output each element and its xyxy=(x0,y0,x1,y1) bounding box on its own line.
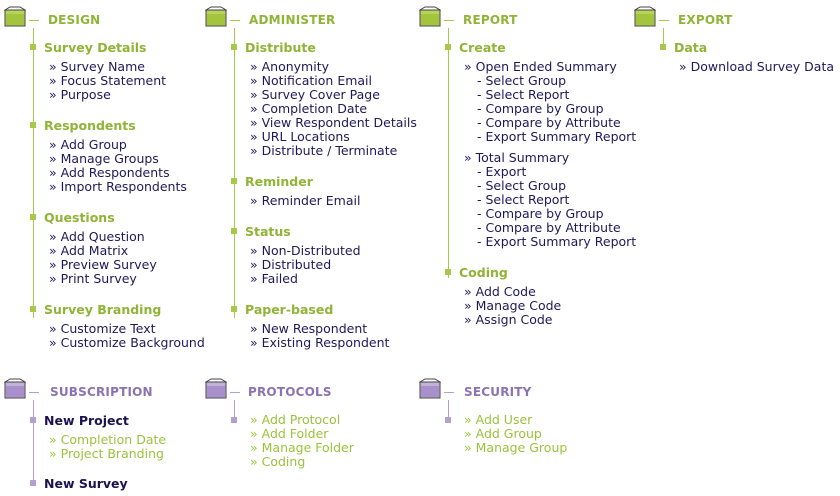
link-url-locations[interactable]: » URL Locations xyxy=(250,129,350,144)
link-add-matrix[interactable]: » Add Matrix xyxy=(49,243,129,258)
link-print-survey[interactable]: » Print Survey xyxy=(49,271,137,286)
export-title: EXPORT xyxy=(678,13,733,27)
link-reminder-email[interactable]: » Reminder Email xyxy=(250,193,361,208)
link-add-protocol[interactable]: » Add Protocol xyxy=(250,412,341,427)
administer-column: ADMINISTER Distribute » Anonymity » Noti… xyxy=(205,6,420,356)
link-survey-name[interactable]: » Survey Name xyxy=(49,59,145,74)
link-add-group[interactable]: » Add Group xyxy=(464,426,542,441)
section-label[interactable]: Questions xyxy=(44,210,115,225)
folder-icon xyxy=(4,6,26,28)
folder-icon xyxy=(419,378,441,400)
protocols-column: PROTOCOLS » Add Protocol » Add Folder » … xyxy=(205,378,420,496)
link-manage-groups[interactable]: » Manage Groups xyxy=(49,151,159,166)
link-compare-by-group[interactable]: - Compare by Group xyxy=(477,101,604,116)
section-label[interactable]: Respondents xyxy=(44,118,136,133)
export-column: EXPORT Data » Download Survey Data xyxy=(634,6,839,106)
link-survey-cover-page[interactable]: » Survey Cover Page xyxy=(250,87,380,102)
link-export[interactable]: - Export xyxy=(477,164,527,179)
link-manage-folder[interactable]: » Manage Folder xyxy=(250,440,354,455)
section-label[interactable]: Survey Details xyxy=(44,40,147,55)
link-select-group[interactable]: - Select Group xyxy=(477,178,567,193)
link-add-question[interactable]: » Add Question xyxy=(49,229,145,244)
section-label[interactable]: Distribute xyxy=(245,40,316,55)
security-title: SECURITY xyxy=(464,385,532,399)
link-purpose[interactable]: » Purpose xyxy=(49,87,111,102)
administer-title: ADMINISTER xyxy=(249,13,336,27)
folder-icon xyxy=(4,378,26,400)
link-select-report[interactable]: - Select Report xyxy=(477,87,570,102)
link-add-respondents[interactable]: » Add Respondents xyxy=(49,165,170,180)
link-distribute-terminate[interactable]: » Distribute / Terminate xyxy=(250,143,398,158)
protocols-title: PROTOCOLS xyxy=(248,385,332,399)
design-title: DESIGN xyxy=(48,13,101,27)
folder-icon xyxy=(205,6,227,28)
link-completion-date[interactable]: » Completion Date xyxy=(49,432,167,447)
link-distributed[interactable]: » Distributed xyxy=(250,257,332,272)
link-total-summary[interactable]: » Total Summary xyxy=(464,150,570,165)
link-customize-background[interactable]: » Customize Background xyxy=(49,335,205,350)
link-add-group[interactable]: » Add Group xyxy=(49,137,127,152)
link-open-ended-summary[interactable]: » Open Ended Summary xyxy=(464,59,617,74)
subscription-column: SUBSCRIPTION New Project » Completion Da… xyxy=(4,378,204,496)
section-label[interactable]: New Project xyxy=(44,413,129,428)
link-compare-by-attribute[interactable]: - Compare by Attribute xyxy=(477,220,621,235)
link-assign-code[interactable]: » Assign Code xyxy=(464,312,553,327)
folder-icon xyxy=(205,378,227,400)
link-customize-text[interactable]: » Customize Text xyxy=(49,321,156,336)
link-coding[interactable]: » Coding xyxy=(250,454,306,469)
subscription-title: SUBSCRIPTION xyxy=(50,385,153,399)
link-preview-survey[interactable]: » Preview Survey xyxy=(49,257,157,272)
link-add-folder[interactable]: » Add Folder xyxy=(250,426,329,441)
folder-icon xyxy=(634,6,656,28)
section-label[interactable]: Paper-based xyxy=(245,302,334,317)
link-existing-respondent[interactable]: » Existing Respondent xyxy=(250,335,390,350)
report-column: REPORT Create » Open Ended Summary - Sel… xyxy=(419,6,637,356)
security-column: SECURITY » Add User » Add Group » Manage… xyxy=(419,378,634,496)
link-export-summary-report[interactable]: - Export Summary Report xyxy=(477,129,637,144)
link-select-report[interactable]: - Select Report xyxy=(477,192,570,207)
link-anonymity[interactable]: » Anonymity xyxy=(250,59,330,74)
link-add-user[interactable]: » Add User xyxy=(464,412,533,427)
link-manage-group[interactable]: » Manage Group xyxy=(464,440,568,455)
section-label[interactable]: Create xyxy=(459,40,506,55)
section-label[interactable]: Status xyxy=(245,224,291,239)
folder-icon xyxy=(419,6,441,28)
link-completion-date[interactable]: » Completion Date xyxy=(250,101,368,116)
link-view-respondent-details[interactable]: » View Respondent Details xyxy=(250,115,417,130)
link-non-distributed[interactable]: » Non-Distributed xyxy=(250,243,361,258)
link-project-branding[interactable]: » Project Branding xyxy=(49,446,164,461)
section-label[interactable]: Reminder xyxy=(245,174,313,189)
link-select-group[interactable]: - Select Group xyxy=(477,73,567,88)
link-import-respondents[interactable]: » Import Respondents xyxy=(49,179,187,194)
link-new-respondent[interactable]: » New Respondent xyxy=(250,321,368,336)
link-add-code[interactable]: » Add Code xyxy=(464,284,536,299)
design-column: DESIGN Survey Details » Survey Name » Fo… xyxy=(4,6,205,356)
link-compare-by-group[interactable]: - Compare by Group xyxy=(477,206,604,221)
link-compare-by-attribute[interactable]: - Compare by Attribute xyxy=(477,115,621,130)
section-label[interactable]: Coding xyxy=(459,265,508,280)
link-focus-statement[interactable]: » Focus Statement xyxy=(49,73,167,88)
section-label[interactable]: Data xyxy=(674,40,708,55)
link-manage-code[interactable]: » Manage Code xyxy=(464,298,562,313)
link-failed[interactable]: » Failed xyxy=(250,271,298,286)
link-notification-email[interactable]: » Notification Email xyxy=(250,73,372,88)
link-export-summary-report[interactable]: - Export Summary Report xyxy=(477,234,637,249)
report-title: REPORT xyxy=(463,13,518,27)
section-label[interactable]: New Survey xyxy=(44,476,128,491)
link-download-survey-data[interactable]: » Download Survey Data xyxy=(679,59,835,74)
section-label[interactable]: Survey Branding xyxy=(44,302,162,317)
